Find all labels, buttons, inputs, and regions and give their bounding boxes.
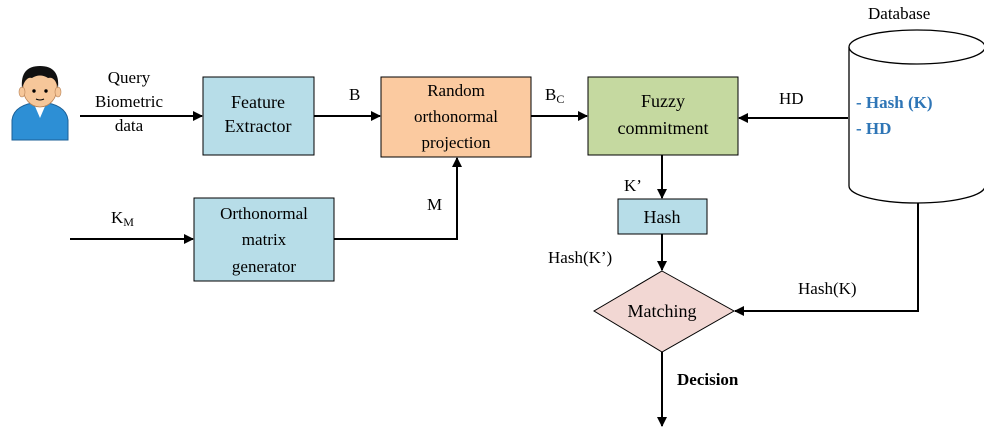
- query-label-line1: Query: [108, 68, 151, 87]
- label-km-sub: M: [123, 215, 134, 229]
- label-km: KM: [111, 208, 134, 229]
- orthonormal-generator-line1: Orthonormal: [220, 204, 308, 223]
- user-icon: [11, 66, 69, 141]
- label-decision: Decision: [677, 370, 739, 389]
- label-m: M: [427, 195, 442, 214]
- label-bc-sub: C: [556, 92, 564, 106]
- query-label-line3: data: [115, 116, 144, 135]
- feature-extractor-line1: Feature: [231, 92, 285, 112]
- hash-box-label: Hash: [644, 207, 681, 227]
- arrow-m: [334, 157, 462, 240]
- random-projection-line2: orthonormal: [414, 107, 498, 126]
- database-item-hash-k: - Hash (K): [856, 93, 933, 112]
- random-projection-line3: projection: [422, 133, 491, 152]
- database-title: Database: [868, 4, 930, 23]
- fuzzy-commitment-line1: Fuzzy: [641, 91, 685, 111]
- query-label-line2: Biometric: [95, 92, 163, 111]
- fuzzy-commitment-line2: commitment: [618, 118, 709, 138]
- matching-label: Matching: [628, 301, 697, 321]
- arrow-hash-k: [734, 203, 919, 316]
- orthonormal-generator-line2: matrix: [242, 230, 287, 249]
- orthonormal-generator-line3: generator: [232, 257, 297, 276]
- fuzzy-commitment-box: [587, 76, 739, 156]
- hash-box: [617, 198, 708, 235]
- database-icon: [848, 29, 984, 204]
- label-b: B: [349, 85, 360, 104]
- label-hd: HD: [779, 89, 804, 108]
- label-bc: BC: [545, 85, 564, 106]
- label-hash-k: Hash(K): [798, 279, 857, 298]
- database-item-hd: - HD: [856, 119, 891, 138]
- feature-extractor-box: [202, 76, 315, 156]
- label-hash-k-prime: Hash(K’): [548, 248, 612, 267]
- feature-extractor-line2: Extractor: [225, 116, 292, 136]
- orthonormal-generator-box: [193, 197, 335, 282]
- label-k-prime: K’: [624, 176, 642, 195]
- random-projection-line1: Random: [427, 81, 485, 100]
